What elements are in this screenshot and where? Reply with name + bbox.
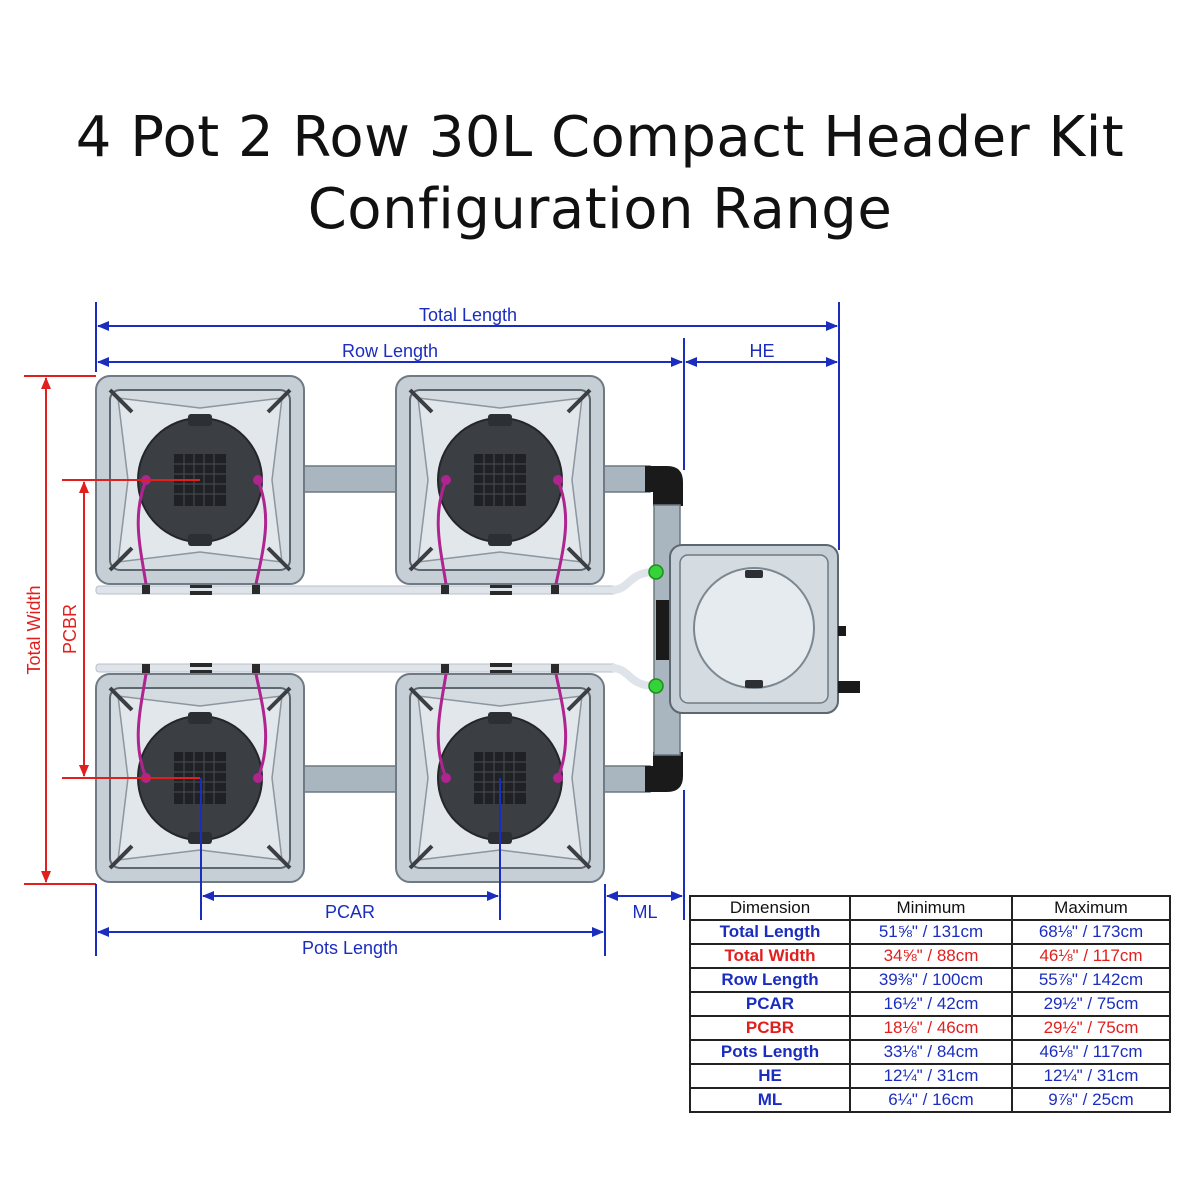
table-cell-name: Total Length — [689, 919, 851, 945]
table-cell-min: 51⅝" / 131cm — [849, 919, 1013, 945]
total-length-dimension: Total Length — [95, 302, 840, 550]
pots-length-dimension: Pots Length — [95, 884, 604, 958]
valve-icon — [648, 564, 664, 580]
pcar-label: PCAR — [325, 902, 375, 922]
table-cell-min: 6¼" / 16cm — [849, 1087, 1013, 1113]
table-cell-name: Total Width — [689, 943, 851, 969]
table-cell-name: PCBR — [689, 1015, 851, 1041]
table-cell-max: 46⅛" / 117cm — [1011, 1039, 1171, 1065]
table-cell-min: 39⅜" / 100cm — [849, 967, 1013, 993]
page-title: 4 Pot 2 Row 30L Compact Header Kit Confi… — [0, 102, 1200, 246]
column-header: Minimum — [849, 895, 1013, 921]
he-dimension: HE — [685, 341, 838, 367]
pcbr-dimension: PCBR — [60, 479, 200, 779]
table-cell-max: 12¼" / 31cm — [1011, 1063, 1171, 1089]
table-cell-max: 55⅞" / 142cm — [1011, 967, 1171, 993]
ml-dimension: ML — [604, 790, 685, 956]
row-length-label: Row Length — [342, 341, 438, 361]
table-cell-max: 46⅛" / 117cm — [1011, 943, 1171, 969]
header-tank — [669, 544, 860, 714]
table-header-row: Dimension Minimum Maximum — [689, 895, 1171, 921]
table-cell-name: ML — [689, 1087, 851, 1113]
table-cell-max: 68⅛" / 173cm — [1011, 919, 1171, 945]
column-header: Dimension — [689, 895, 851, 921]
column-header: Maximum — [1011, 895, 1171, 921]
table-cell-min: 33⅛" / 84cm — [849, 1039, 1013, 1065]
he-label: HE — [749, 341, 774, 361]
table-cell-name: HE — [689, 1063, 851, 1089]
title-line-2: Configuration Range — [307, 177, 893, 242]
table-cell-min: 12¼" / 31cm — [849, 1063, 1013, 1089]
title-line-1: 4 Pot 2 Row 30L Compact Header Kit — [75, 105, 1125, 170]
table-cell-name: Pots Length — [689, 1039, 851, 1065]
pots-length-label: Pots Length — [302, 938, 398, 958]
table-cell-min: 34⅝" / 88cm — [849, 943, 1013, 969]
pcbr-label: PCBR — [60, 604, 80, 654]
pcar-dimension: PCAR — [200, 778, 501, 922]
table-cell-name: PCAR — [689, 991, 851, 1017]
table-cell-name: Row Length — [689, 967, 851, 993]
table-cell-max: 9⅞" / 25cm — [1011, 1087, 1171, 1113]
pot-top-right — [394, 374, 606, 586]
total-length-label: Total Length — [419, 305, 517, 325]
row-length-dimension: Row Length — [97, 338, 685, 470]
total-width-dimension: Total Width — [24, 375, 96, 885]
table-cell-min: 16½" / 42cm — [849, 991, 1013, 1017]
valve-icon — [648, 678, 664, 694]
table-cell-max: 29½" / 75cm — [1011, 991, 1171, 1017]
ml-label: ML — [632, 902, 657, 922]
table-cell-max: 29½" / 75cm — [1011, 1015, 1171, 1041]
total-width-label: Total Width — [24, 585, 44, 674]
table-cell-min: 18⅛" / 46cm — [849, 1015, 1013, 1041]
